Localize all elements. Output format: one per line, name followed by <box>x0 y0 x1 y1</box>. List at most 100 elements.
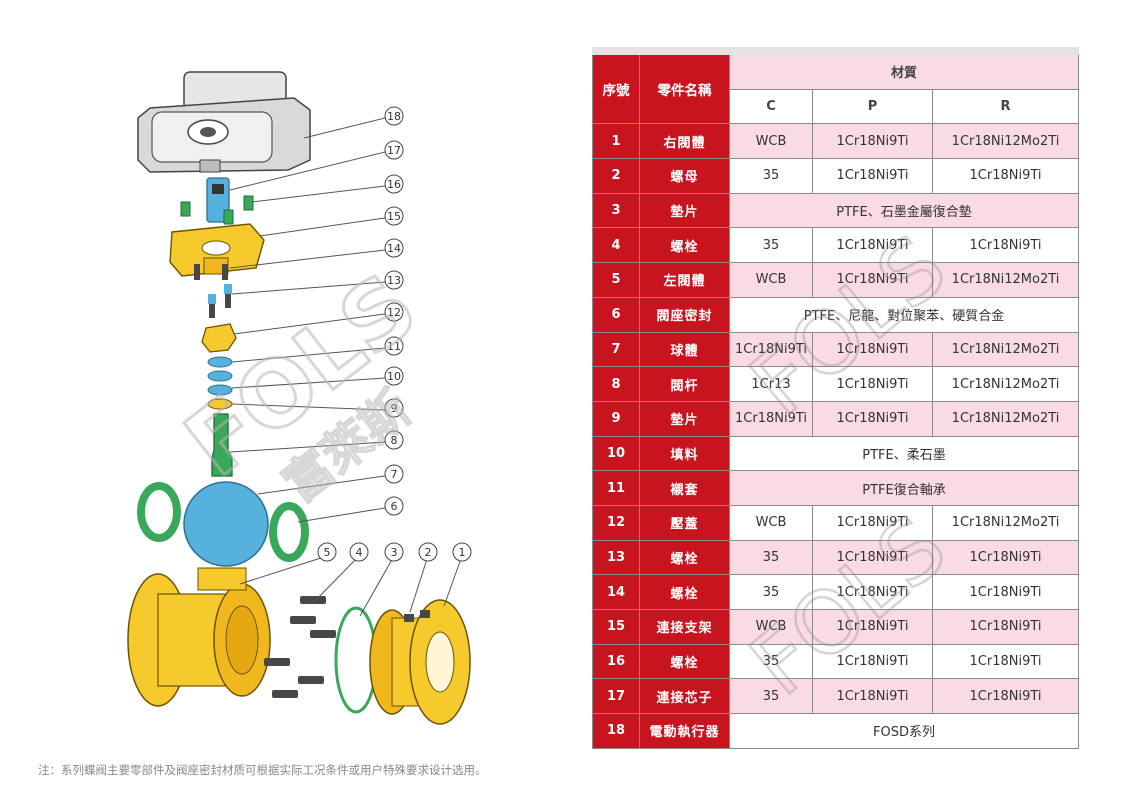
material-r: 1Cr18Ni9Ti <box>931 609 1080 645</box>
material-r: 1Cr18Ni9Ti <box>931 539 1080 576</box>
callout-number: 14 <box>387 242 401 255</box>
material-all: PTFE、柔石墨 <box>728 435 1080 472</box>
material-p: 1Cr18Ni9Ti <box>812 262 933 298</box>
header-no: 序號 <box>592 53 640 125</box>
callout-number: 7 <box>391 468 398 481</box>
row-number: 17 <box>592 678 640 715</box>
callout-circle <box>384 140 404 160</box>
row-number: 8 <box>592 366 640 402</box>
row-number: 14 <box>592 574 640 610</box>
callout-circle <box>349 542 369 562</box>
material-c: WCB <box>729 504 813 541</box>
material-r: 1Cr18Ni9Ti <box>931 574 1080 610</box>
material-p: 1Cr18Ni9Ti <box>812 366 933 402</box>
callout-circle <box>384 270 404 290</box>
part-name: 球體 <box>639 331 730 368</box>
left-valve-body <box>127 567 271 707</box>
callout-number: 17 <box>387 144 401 157</box>
bolts-14-13 <box>194 264 232 318</box>
electric-actuator <box>137 71 311 173</box>
callout-circle <box>384 302 404 322</box>
callout-circle <box>384 336 404 356</box>
material-c: 35 <box>729 539 813 576</box>
material-c: 35 <box>729 158 813 194</box>
footnote: 注：系列蝶阀主要零部件及阀座密封材质可根据实际工况条件或用户特殊要求设计选用。 <box>38 763 487 777</box>
part-name: 墊片 <box>639 192 730 229</box>
row-number: 12 <box>592 504 640 541</box>
material-c: WCB <box>729 262 813 298</box>
callout-circle <box>384 366 404 386</box>
material-c: 35 <box>729 643 813 680</box>
material-p: 1Cr18Ni9Ti <box>812 158 933 194</box>
callout-number: 3 <box>391 546 398 559</box>
material-r: 1Cr18Ni12Mo2Ti <box>931 366 1080 402</box>
callout-number: 1 <box>459 546 466 559</box>
material-r: 1Cr18Ni12Mo2Ti <box>931 262 1080 298</box>
row-number: 15 <box>592 609 640 645</box>
part-name: 右閥體 <box>639 123 730 160</box>
callout-circle <box>384 106 404 126</box>
material-c: 35 <box>729 574 813 610</box>
material-r: 1Cr18Ni12Mo2Ti <box>931 331 1080 368</box>
part-name: 電動執行器 <box>639 713 730 749</box>
callout-circle <box>384 398 404 418</box>
part-name: 螺栓 <box>639 574 730 610</box>
callout-number: 5 <box>324 546 331 559</box>
callout-number: 12 <box>387 306 401 319</box>
material-r: 1Cr18Ni12Mo2Ti <box>931 400 1080 437</box>
material-c: 1Cr18Ni9Ti <box>729 331 813 368</box>
callout-number: 13 <box>387 274 401 287</box>
callout-circle <box>384 542 404 562</box>
part-name: 閥座密封 <box>639 296 730 333</box>
row-number: 2 <box>592 158 640 194</box>
material-p: 1Cr18Ni9Ti <box>812 331 933 368</box>
row-number: 4 <box>592 227 640 264</box>
header-r: R <box>931 88 1080 125</box>
row-number: 11 <box>592 470 640 506</box>
header-part-name: 零件名稱 <box>639 53 730 125</box>
callout-number: 6 <box>391 500 398 513</box>
callout-number: 9 <box>391 402 398 415</box>
ball-and-seats <box>137 481 309 567</box>
part-name: 襯套 <box>639 470 730 506</box>
material-p: 1Cr18Ni9Ti <box>812 643 933 680</box>
material-all: PTFE、石墨金屬復合墊 <box>728 192 1080 229</box>
part-name: 螺栓 <box>639 643 730 680</box>
row-number: 18 <box>592 713 640 749</box>
row-number: 5 <box>592 262 640 298</box>
coupling-core <box>180 177 254 225</box>
callout-number: 16 <box>387 178 401 191</box>
leader-lines <box>229 117 463 617</box>
material-p: 1Cr18Ni9Ti <box>812 227 933 264</box>
material-r: 1Cr18Ni9Ti <box>931 227 1080 264</box>
header-c: C <box>729 88 813 125</box>
row-number: 1 <box>592 123 640 160</box>
callout-circle <box>384 430 404 450</box>
material-p: 1Cr18Ni9Ti <box>812 504 933 541</box>
material-all: PTFE復合軸承 <box>728 470 1080 506</box>
row-number: 16 <box>592 643 640 680</box>
connection-bracket <box>169 223 265 277</box>
material-c: 1Cr18Ni9Ti <box>729 400 813 437</box>
part-name: 壓蓋 <box>639 504 730 541</box>
material-r: 1Cr18Ni9Ti <box>931 678 1080 715</box>
callout-circle <box>317 542 337 562</box>
row-number: 10 <box>592 435 640 472</box>
callout-circle <box>384 206 404 226</box>
material-c: 35 <box>729 678 813 715</box>
material-r: 1Cr18Ni12Mo2Ti <box>931 504 1080 541</box>
